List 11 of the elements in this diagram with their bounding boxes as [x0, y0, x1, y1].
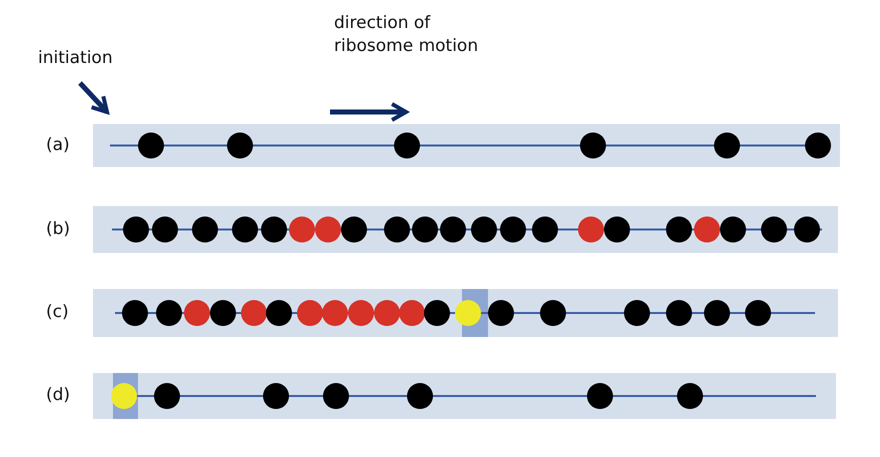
row-label: (c) [46, 302, 69, 322]
leader-arrow [78, 81, 109, 114]
direction-label: direction of ribosome motion [334, 12, 480, 58]
row-label: (a) [46, 134, 70, 154]
row-label: (d) [46, 385, 70, 405]
annotation-text: initiation [38, 47, 113, 70]
mrna-strip [93, 206, 838, 253]
mrna-strip [93, 124, 840, 167]
row-label: (b) [46, 218, 70, 238]
mrna-strip [93, 289, 838, 337]
mrna-strip [93, 373, 836, 419]
